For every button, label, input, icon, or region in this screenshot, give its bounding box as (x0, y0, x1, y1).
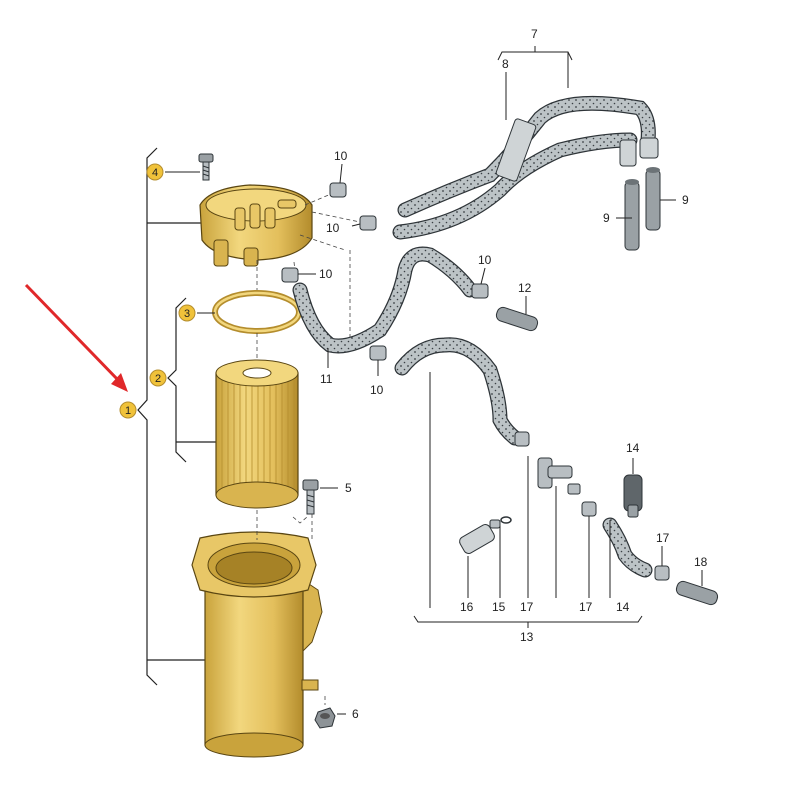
tubes-part-9 (624, 167, 661, 251)
callout-14-top: 14 (626, 441, 640, 455)
bolt-part-5 (302, 479, 338, 515)
callout-2-text: 2 (155, 373, 161, 385)
callout-badge-1: 1 (119, 401, 137, 419)
callout-badge-4: 4 (146, 163, 164, 181)
callout-5: 5 (345, 481, 352, 495)
callout-10-a: 10 (334, 149, 348, 163)
callout-17-b: 17 (579, 600, 593, 614)
callout-16: 16 (460, 600, 474, 614)
callout-labels: 5 6 7 8 9 9 10 10 10 10 10 11 12 13 14 1… (319, 27, 708, 721)
callout-7: 7 (531, 27, 538, 41)
filter-housing (191, 531, 323, 758)
filter-head (199, 184, 313, 267)
callout-leaders (298, 46, 703, 628)
callout-15: 15 (492, 600, 506, 614)
callout-9-right: 9 (682, 193, 689, 207)
hose-connectors-upper (495, 118, 659, 182)
nut-part-6 (314, 707, 346, 729)
assembly-brackets (137, 147, 222, 686)
callout-badge-3: 3 (178, 304, 196, 322)
callout-6: 6 (352, 707, 359, 721)
assembly-guide-lines (256, 187, 361, 705)
valve-part-14 (623, 474, 643, 518)
callout-10-b: 10 (326, 221, 340, 235)
clamps-part-10 (281, 182, 489, 361)
callout-10-d: 10 (478, 253, 492, 267)
callout-13: 13 (520, 630, 534, 644)
seal-ring-part-3 (197, 290, 302, 334)
callout-17-c: 17 (656, 531, 670, 545)
callout-1-text: 1 (125, 405, 131, 417)
o-ring-part-15 (500, 516, 512, 524)
hoses (292, 95, 656, 578)
callout-18: 18 (694, 555, 708, 569)
hose-part-12 (495, 306, 539, 332)
hose-part-18 (675, 580, 719, 606)
callout-17-a: 17 (520, 600, 534, 614)
filter-element-part-2 (215, 359, 299, 509)
callout-9-left: 9 (603, 211, 610, 225)
pointer-arrow (24, 283, 128, 392)
callout-10-c: 10 (319, 267, 333, 281)
callout-14-bottom: 14 (616, 600, 630, 614)
callout-badge-2: 2 (149, 369, 167, 387)
callout-10-e: 10 (370, 383, 384, 397)
tee-fitting (514, 431, 670, 581)
callout-8: 8 (502, 57, 509, 71)
screw-part-4 (165, 153, 214, 181)
callout-12: 12 (518, 281, 532, 295)
callout-3-text: 3 (184, 308, 190, 320)
callout-11: 11 (320, 372, 333, 386)
valve-part-16 (459, 519, 501, 554)
callout-4-text: 4 (152, 167, 158, 179)
